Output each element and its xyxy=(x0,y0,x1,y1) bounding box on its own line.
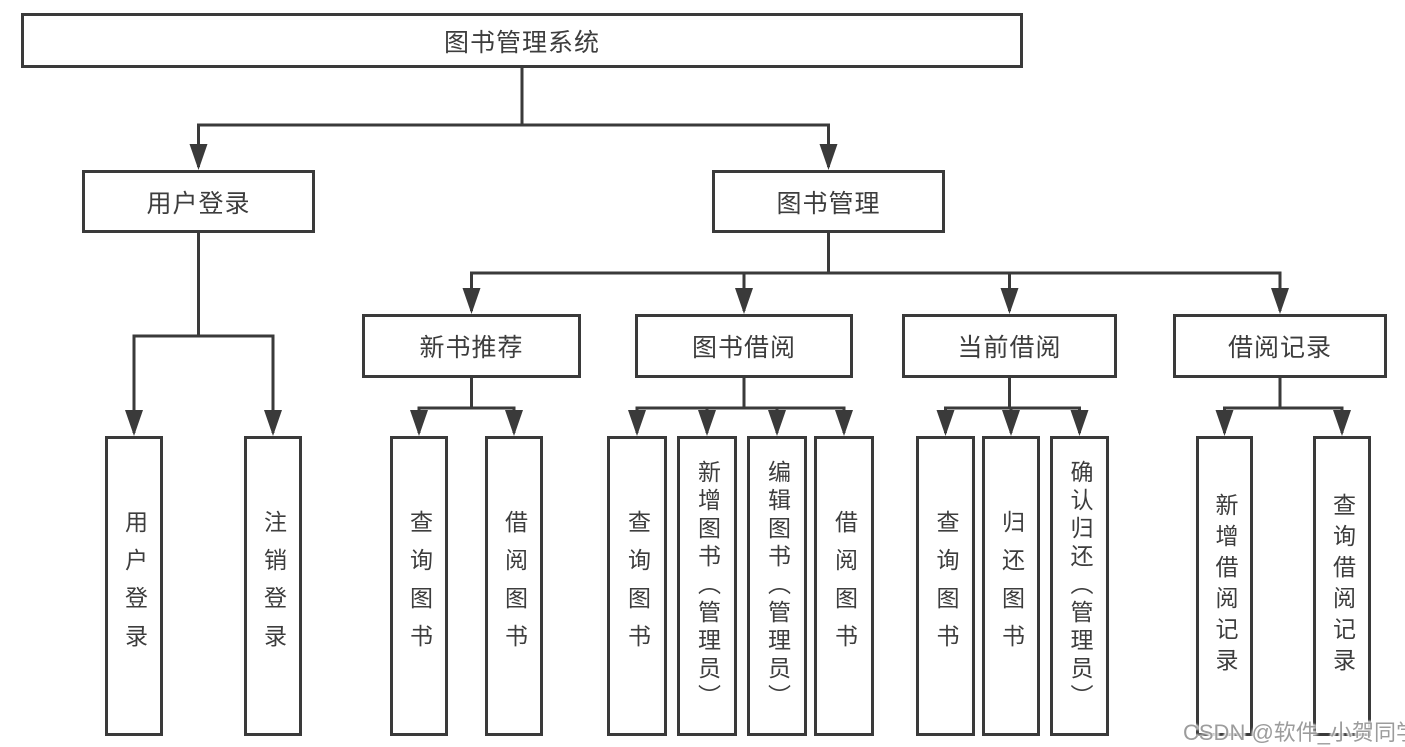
node-new-book-recommend: 新书推荐 xyxy=(362,314,581,378)
node-borrow-record: 借阅记录 xyxy=(1173,314,1387,378)
csdn-watermark: CSDN @软件_小贺同学 xyxy=(1183,720,1405,745)
node-book-management-group: 图书管理 xyxy=(712,170,945,233)
leaf-query-borrow-record: 查询借阅记录 xyxy=(1313,436,1371,736)
leaf-edit-books-admin: 编辑图书（管理员） xyxy=(747,436,807,736)
node-book-borrow: 图书借阅 xyxy=(635,314,853,378)
leaf-confirm-return-admin: 确认归还（管理员） xyxy=(1050,436,1109,736)
node-user-login-group: 用户登录 xyxy=(82,170,315,233)
leaf-borrow-books-recommend: 借阅图书 xyxy=(485,436,543,736)
leaf-return-books: 归还图书 xyxy=(982,436,1040,736)
leaf-query-books-current: 查询图书 xyxy=(916,436,975,736)
node-root-system: 图书管理系统 xyxy=(21,13,1023,68)
leaf-borrow-books: 借阅图书 xyxy=(814,436,874,736)
leaf-user-login: 用户登录 xyxy=(105,436,163,736)
leaf-query-books-borrow: 查询图书 xyxy=(607,436,667,736)
node-current-borrow: 当前借阅 xyxy=(902,314,1117,378)
leaf-add-borrow-record: 新增借阅记录 xyxy=(1196,436,1253,736)
leaf-add-books-admin: 新增图书（管理员） xyxy=(677,436,737,736)
leaf-query-books-recommend: 查询图书 xyxy=(390,436,448,736)
leaf-logout: 注销登录 xyxy=(244,436,302,736)
